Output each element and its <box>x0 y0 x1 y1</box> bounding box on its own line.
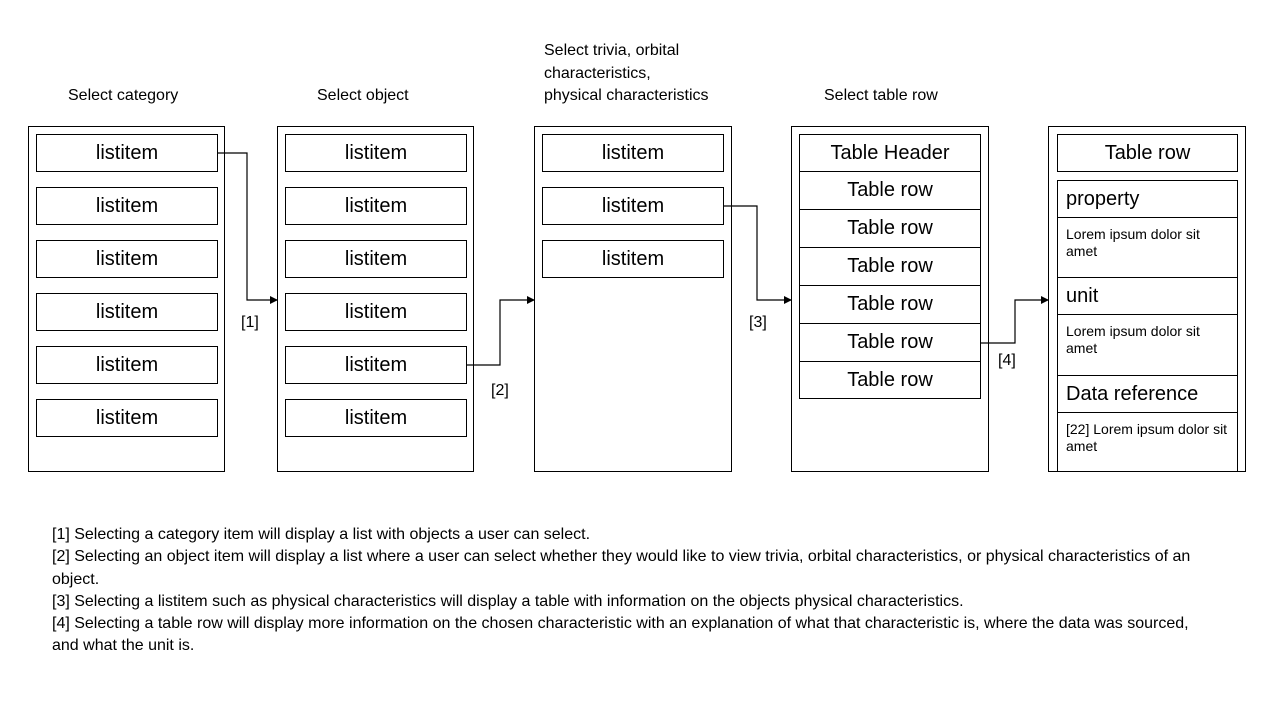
object-list-item[interactable]: listitem <box>285 399 467 437</box>
category-list-item[interactable]: listitem <box>36 187 218 225</box>
note-2: [2] Selecting an object item will displa… <box>52 548 1191 588</box>
characteristics-list-item[interactable]: listitem <box>542 187 724 225</box>
category-column-title: Select category <box>68 87 179 104</box>
object-column-title: Select object <box>317 87 409 104</box>
note-1: [1] Selecting a category item will displ… <box>52 526 591 543</box>
property-text: Lorem ipsum dolor sit amet <box>1057 217 1238 278</box>
table-row[interactable]: Table row <box>799 209 981 248</box>
table-panel: Table Header Table row Table row Table r… <box>791 126 989 472</box>
unit-text: Lorem ipsum dolor sit amet <box>1057 314 1238 376</box>
object-list-item[interactable]: listitem <box>285 293 467 331</box>
table-row[interactable]: Table row <box>799 247 981 286</box>
category-list-item[interactable]: listitem <box>36 399 218 437</box>
explanation-notes: [1] Selecting a category item will displ… <box>52 524 1212 658</box>
characteristics-column-title-line-1: Select trivia, orbital <box>544 42 680 59</box>
connector-arrow-3 <box>723 205 792 304</box>
category-list-item[interactable]: listitem <box>36 134 218 172</box>
category-list-item[interactable]: listitem <box>36 346 218 384</box>
category-list-item[interactable]: listitem <box>36 293 218 331</box>
table-header: Table Header <box>799 134 981 172</box>
connector-label-4: [4] <box>998 352 1016 369</box>
table-column-title: Select table row <box>824 87 938 104</box>
reference-label: Data reference <box>1057 375 1238 413</box>
connector-label-3: [3] <box>749 314 767 331</box>
detail-title: Table row <box>1057 134 1238 172</box>
object-list-item[interactable]: listitem <box>285 346 467 384</box>
object-list-panel: listitem listitem listitem listitem list… <box>277 126 474 472</box>
characteristics-column-title-line-2: characteristics, <box>544 65 651 82</box>
connector-label-1: [1] <box>241 314 259 331</box>
unit-label: unit <box>1057 277 1238 315</box>
connector-label-2: [2] <box>491 382 509 399</box>
object-list-item[interactable]: listitem <box>285 187 467 225</box>
connector-arrow-1 <box>217 152 278 304</box>
category-list-item[interactable]: listitem <box>36 240 218 278</box>
characteristics-list-item[interactable]: listitem <box>542 134 724 172</box>
characteristics-column-title-line-3: physical characteristics <box>544 87 709 104</box>
property-label: property <box>1057 180 1238 218</box>
table-row[interactable]: Table row <box>799 171 981 210</box>
table-row[interactable]: Table row <box>799 285 981 324</box>
object-list-item[interactable]: listitem <box>285 134 467 172</box>
note-3: [3] Selecting a listitem such as physica… <box>52 592 964 610</box>
detail-panel: Table row property Lorem ipsum dolor sit… <box>1048 126 1246 472</box>
object-list-item[interactable]: listitem <box>285 240 467 278</box>
category-list-panel: listitem listitem listitem listitem list… <box>28 126 225 472</box>
characteristics-list-item[interactable]: listitem <box>542 240 724 278</box>
note-4: [4] Selecting a table row will display m… <box>52 615 1189 655</box>
reference-text: [22] Lorem ipsum dolor sit amet <box>1057 412 1238 471</box>
table-row[interactable]: Table row <box>799 323 981 362</box>
connector-arrow-4 <box>980 296 1049 344</box>
connector-arrow-2 <box>467 296 535 366</box>
table-row[interactable]: Table row <box>799 361 981 399</box>
